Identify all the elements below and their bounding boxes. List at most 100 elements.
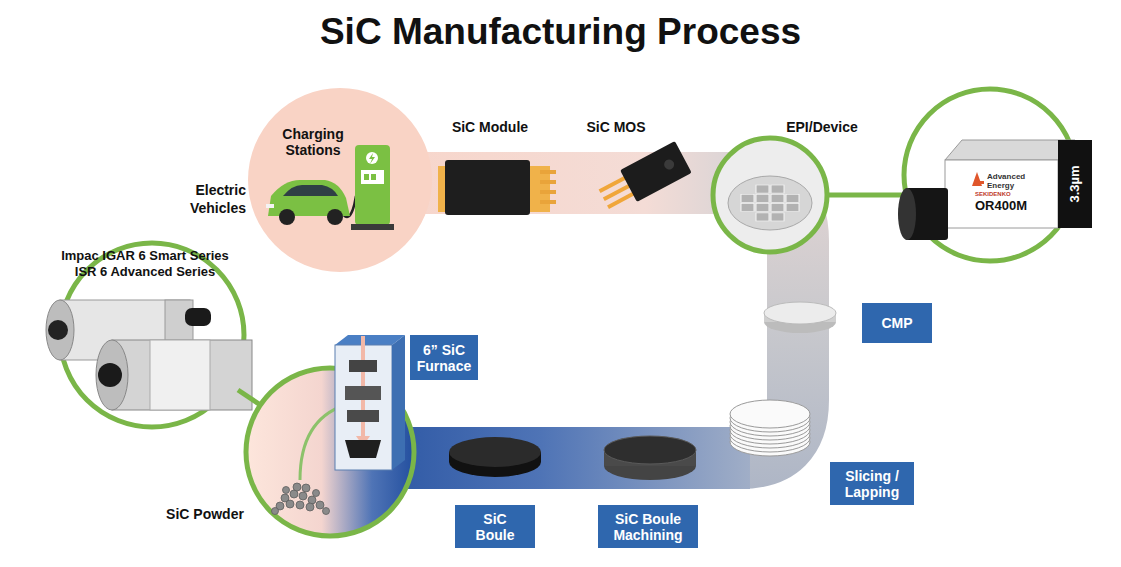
pyrometer-callout: [945, 160, 1058, 228]
furnace-callout: [345, 386, 381, 400]
sic-module-illustration: [438, 160, 556, 215]
epi-callout-circle: [771, 213, 784, 221]
circle-outline: [248, 88, 432, 272]
callout-label: ISR 6 Advanced Series: [10, 264, 280, 280]
callout-label: Electric Vehicles: [166, 181, 246, 217]
charging-station-illustration: [351, 224, 394, 230]
pyrometer-callout: [1058, 140, 1092, 228]
furnace-callout: [306, 503, 314, 511]
epi-callout-circle: [756, 185, 769, 193]
furnace-callout: [299, 492, 307, 500]
furnace-callout: [246, 335, 414, 536]
callout-label: OR400M: [975, 198, 1055, 213]
furnace-callout: [345, 440, 381, 458]
furnace-callout: [283, 487, 290, 494]
cmp-wafer-illustration: [764, 302, 836, 324]
epi-callout-circle: [741, 185, 799, 221]
callout-label: EPI/Device: [762, 119, 882, 136]
furnace-callout: [272, 508, 279, 515]
node-label: SiC Boule Machining: [604, 511, 692, 543]
furnace-callout: [347, 410, 379, 422]
sic-module-illustration: [445, 160, 530, 215]
pyrometer-callout: [898, 89, 1092, 261]
sic-mos-illustration: [595, 141, 691, 215]
impac-pyrometer-callout: [150, 340, 210, 410]
impac-pyrometer-callout: [46, 300, 74, 360]
furnace-callout: [323, 508, 330, 515]
node-text-group: Charging Stations: [273, 126, 353, 158]
process-box: 6” SiC Furnace: [410, 335, 478, 380]
furnace-callout: [296, 501, 304, 509]
sic-mos-illustration: [620, 141, 692, 202]
furnace-callout: [286, 500, 294, 508]
circle-fill: [248, 88, 432, 272]
callout-label: SEKIDENKO: [975, 191, 1045, 198]
callout-label: SiC Powder: [155, 506, 255, 523]
callout-label: SiC Module: [430, 119, 550, 136]
electric-car-illustration: [283, 185, 338, 196]
charging-cable: [338, 196, 356, 217]
sic-boule-illustration: [449, 437, 541, 477]
pyrometer-callout: [904, 89, 1076, 261]
impac-pyrometer-callout: [98, 363, 122, 387]
epi-callout-circle: [756, 213, 769, 221]
furnace-callout: [313, 490, 320, 497]
pyrometer-callout: [945, 140, 1075, 160]
furnace-callout: [349, 360, 377, 372]
epi-callout-circle: [786, 194, 799, 202]
impac-pyrometer-callout: [96, 340, 128, 410]
callout-label: Impac IGAR 6 Smart Series: [10, 248, 280, 264]
charging-station-illustration: [366, 152, 378, 164]
machined-boule-illustration: [604, 436, 696, 464]
electric-car-illustration: [279, 209, 295, 225]
node-text-group: Slicing / Lapping: [830, 462, 914, 505]
furnace-callout: [302, 484, 310, 492]
process-box: SiC Boule Machining: [598, 505, 698, 548]
machined-boule-illustration: [604, 436, 696, 480]
epi-callout-circle: [713, 138, 906, 252]
epi-callout-circle: [771, 204, 784, 212]
sic-mos-illustration: [607, 191, 635, 209]
epi-callout-circle: [741, 194, 754, 202]
node-text-group: SiC Boule Machining: [598, 505, 698, 548]
node-text-group: 6” SiC Furnace: [410, 335, 478, 380]
process-box: CMP: [862, 303, 932, 343]
process-box: Slicing / Lapping: [830, 462, 914, 505]
node-label: Slicing / Lapping: [836, 468, 908, 500]
furnace-callout: [316, 501, 324, 509]
wafer-stack-illustration: [730, 400, 810, 456]
electric-car-illustration: [327, 209, 343, 225]
electric-car-illustration: [268, 180, 350, 216]
sic-module-illustration: [540, 170, 556, 174]
wafer-stack-illustration: [730, 400, 810, 428]
furnace-callout: [293, 483, 301, 491]
epi-callout-circle: [741, 204, 754, 212]
electric-car-illustration: [266, 204, 274, 208]
callout-label: 3.3µm: [1067, 154, 1083, 214]
epi-callout-circle: [786, 204, 799, 212]
callout-label: Advanced Energy: [987, 172, 1031, 190]
station-circle: Charging Stations: [248, 88, 432, 272]
cmp-wafer-illustration: [764, 302, 836, 333]
charging-station-illustration: [361, 170, 384, 184]
diagram-title: SiC Manufacturing Process: [0, 10, 1121, 54]
epi-callout-circle: [825, 193, 906, 198]
process-box: SiC Boule: [455, 505, 535, 548]
furnace-callout: [272, 483, 330, 515]
node-text-group: CMP: [862, 303, 932, 343]
sic-module-illustration: [540, 180, 556, 184]
epi-callout-circle: [771, 185, 784, 193]
electric-car-illustration: [266, 180, 350, 225]
pyrometer-callout: [898, 188, 916, 240]
charging-station-illustration: [364, 174, 369, 180]
charging-station-illustration: [369, 153, 375, 164]
node-text-group: SiC Boule: [455, 505, 535, 548]
impac-pyrometer-callout: [185, 308, 211, 326]
callout-label: SiC MOS: [556, 119, 676, 136]
epi-callout-circle: [756, 194, 769, 202]
node-label: 6” SiC Furnace: [414, 342, 474, 374]
